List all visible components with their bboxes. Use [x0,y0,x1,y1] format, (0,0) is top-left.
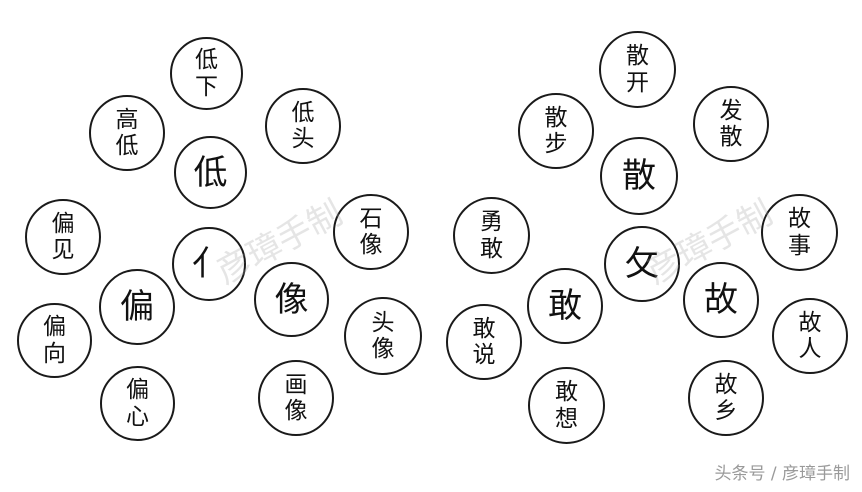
character-glyph: 乡 [714,398,738,424]
word-text: 故事 [788,206,811,259]
character-glyph: 像 [274,279,309,320]
character-glyph: 敢 [548,286,582,326]
word-text: 偏向 [43,314,66,367]
word-text: 头像 [372,310,395,363]
character-glyph: 想 [555,405,578,432]
word-text: 散开 [626,43,649,96]
word-circle: 高低 [89,95,165,171]
character-text: 故 [704,283,738,317]
character-glyph: 偏 [43,314,66,341]
word-circle: 低头 [265,88,341,164]
word-circle: 散步 [518,93,594,169]
character-glyph: 步 [544,131,568,157]
word-circle: 头像 [344,297,422,375]
character-glyph: 心 [126,403,149,430]
word-text: 散步 [545,105,568,158]
character-glyph: 高 [115,106,139,133]
character-glyph: 散 [626,43,649,70]
word-circle: 敢想 [528,367,605,444]
word-circle: 低下 [170,37,243,110]
word-text: 低头 [292,100,315,153]
character-circle: 像 [254,262,329,337]
word-circle: 故乡 [688,360,764,436]
character-glyph: 下 [195,73,218,100]
character-glyph: 敢 [472,315,496,342]
word-circle: 偏向 [17,303,92,378]
word-circle: 勇敢 [453,197,530,274]
character-glyph: 故 [798,309,822,336]
character-glyph: 故 [714,371,738,398]
character-glyph: 低 [195,47,218,74]
character-text: 像 [275,283,309,317]
radical-circle: 亻 [172,227,246,301]
radical-text: 攵 [625,247,659,281]
character-circle: 偏 [99,269,175,345]
word-circle: 发散 [693,86,769,162]
character-glyph: 见 [51,237,75,263]
character-glyph: 亻 [192,244,226,284]
character-glyph: 说 [472,342,496,368]
word-text: 故人 [799,310,822,363]
character-glyph: 散 [622,156,656,196]
word-circle: 偏见 [25,199,101,275]
word-circle: 偏心 [100,366,175,441]
character-glyph: 敢 [480,235,503,262]
word-text: 画像 [285,372,308,425]
character-glyph: 散 [544,104,568,131]
character-glyph: 头 [371,309,395,336]
word-text: 勇敢 [480,209,503,262]
character-circle: 故 [683,262,759,338]
character-circle: 敢 [527,268,603,344]
word-text: 敢说 [473,316,496,369]
word-text: 偏心 [126,377,149,430]
word-circle: 敢说 [446,304,522,380]
character-text: 散 [622,159,656,193]
word-circle: 散开 [599,31,676,108]
character-text: 低 [194,156,228,190]
radical-circle: 攵 [604,226,680,302]
character-glyph: 人 [798,336,822,362]
character-glyph: 勇 [480,209,503,236]
character-glyph: 攵 [625,244,659,284]
character-glyph: 故 [788,206,811,233]
character-glyph: 像 [359,232,383,258]
character-glyph: 画 [284,371,308,398]
character-text: 偏 [120,290,154,324]
word-text: 低下 [195,47,218,100]
character-glyph: 偏 [126,377,149,404]
radical-text: 亻 [192,247,226,281]
character-glyph: 向 [43,340,66,367]
word-text: 故乡 [715,372,738,425]
character-text: 敢 [548,289,582,323]
character-glyph: 开 [626,69,649,96]
character-glyph: 像 [371,336,395,362]
character-glyph: 故 [704,280,738,320]
character-glyph: 低 [291,99,315,126]
word-text: 敢想 [555,379,578,432]
character-glyph: 低 [193,152,228,193]
word-circle: 石像 [333,194,409,270]
character-glyph: 事 [788,232,811,259]
credit-text: 头条号 / 彦璋手制 [714,464,850,484]
character-glyph: 石 [359,205,383,232]
word-circle: 故人 [772,298,848,374]
word-text: 发散 [720,98,743,151]
character-glyph: 像 [284,398,308,424]
character-glyph: 发 [719,97,743,124]
word-circle: 画像 [258,360,334,436]
character-glyph: 偏 [51,210,75,237]
character-glyph: 敢 [555,379,578,406]
character-glyph: 头 [291,126,315,152]
character-glyph: 低 [115,133,139,159]
character-circle: 散 [600,137,678,215]
word-text: 石像 [360,206,383,259]
character-glyph: 偏 [120,287,154,327]
character-glyph: 散 [719,124,743,150]
word-text: 偏见 [52,211,75,264]
word-text: 高低 [116,107,139,160]
word-circle: 故事 [761,194,838,271]
character-circle: 低 [174,136,247,209]
